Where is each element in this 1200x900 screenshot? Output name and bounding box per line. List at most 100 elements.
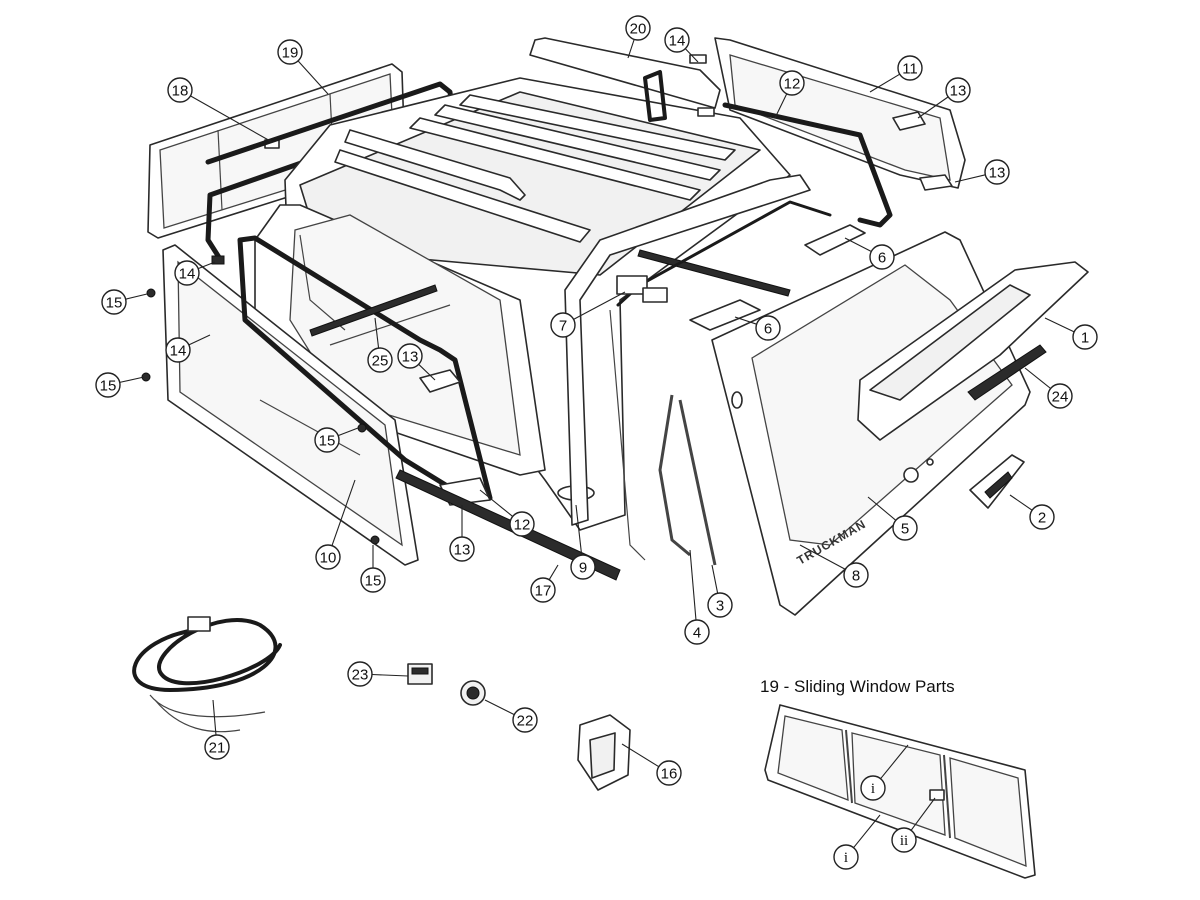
callout-number: 22 (517, 713, 534, 730)
callout-circle (315, 544, 341, 570)
leader-line (418, 363, 436, 381)
callout-circle (625, 15, 651, 41)
callout-14-19: 14 (174, 260, 216, 286)
rear-side-seal (722, 102, 893, 228)
leader-line (711, 564, 719, 594)
leader-line (197, 261, 216, 270)
leader-line (188, 334, 211, 346)
callout-number: 19 (282, 45, 299, 62)
callout-number: 9 (579, 560, 587, 577)
leader-line (954, 174, 986, 183)
callout-circle (314, 427, 340, 453)
rear-hinge-upper (804, 224, 866, 256)
callout-23-32: 23 (347, 661, 409, 687)
leader-line (297, 60, 329, 95)
leader-line (1024, 367, 1051, 389)
inner-rail (309, 284, 438, 337)
callout-circle (512, 707, 538, 733)
callout-13-14: 13 (917, 77, 971, 119)
callout-number: 15 (106, 295, 123, 312)
clip-14-a (211, 255, 225, 265)
leader-line (337, 427, 359, 437)
callout-9-9: 9 (570, 504, 596, 580)
callout-number: 12 (784, 76, 801, 93)
callout-circle (347, 661, 373, 687)
callout-circle (167, 77, 193, 103)
callout-circle (204, 734, 230, 760)
callout-number: 5 (901, 521, 909, 538)
leader-line (125, 293, 148, 300)
callout-circle (174, 260, 200, 286)
callout-21-30: 21 (204, 699, 230, 760)
callout-circle (1072, 324, 1098, 350)
callout-5-4: 5 (867, 496, 918, 541)
callout-number: 6 (878, 250, 886, 267)
callout-circle (570, 554, 596, 580)
callout-22-31: 22 (484, 699, 538, 733)
leader-line (371, 673, 409, 677)
sliding-window-inset (764, 704, 1036, 879)
callout-circle (945, 77, 971, 103)
callout-number: 20 (630, 21, 647, 38)
callout-circle (891, 827, 917, 853)
callout-number: 13 (402, 349, 419, 366)
callout-12-12: 12 (774, 70, 805, 119)
callout-circle (101, 289, 127, 315)
callout-circle (449, 536, 475, 562)
callout-number: 8 (852, 568, 860, 585)
callout-19-28: 19 (277, 39, 329, 95)
callout-13-15: 13 (954, 159, 1010, 185)
callout-number: 15 (319, 433, 336, 450)
callout-number: 21 (209, 740, 226, 757)
callout-number: 3 (716, 598, 724, 615)
callout-13-17: 13 (449, 505, 475, 562)
leader-line (627, 39, 635, 59)
callout-number: ii (900, 833, 908, 849)
callout-number: 12 (514, 517, 531, 534)
inset-callout-ii-2: ii (891, 797, 936, 853)
glass-hinge-upper (892, 111, 926, 131)
callout-8-8: 8 (799, 544, 869, 588)
grommet-22 (460, 680, 486, 706)
inset-title: 19 - Sliding Window Parts (760, 677, 955, 696)
callout-25-34: 25 (367, 317, 393, 373)
rear-spoiler (857, 261, 1089, 441)
leader-line (484, 699, 515, 716)
callout-circle (860, 775, 886, 801)
callout-number: 7 (559, 318, 567, 335)
callout-15-22: 15 (95, 372, 145, 398)
wiring-harness (132, 616, 282, 733)
callout-14-20: 14 (165, 334, 211, 363)
callout-number: 10 (320, 550, 337, 567)
callout-number: 25 (372, 353, 389, 370)
leader-line (844, 237, 872, 253)
callout-number: 4 (693, 625, 701, 642)
leader-line (331, 479, 356, 546)
leader-line (1044, 317, 1075, 333)
leader-line (910, 797, 936, 831)
callout-circle (869, 244, 895, 270)
leader-line (119, 376, 145, 383)
callout-circle (1029, 504, 1055, 530)
screw-15-d (370, 535, 380, 545)
callout-12-13: 12 (479, 489, 535, 537)
callout-13-16: 13 (397, 343, 436, 381)
gas-strut-3 (678, 399, 717, 566)
callout-15-23: 15 (314, 427, 359, 453)
leader-line (212, 699, 217, 736)
callout-number: 11 (902, 61, 918, 78)
side-window-panel (162, 244, 419, 566)
callout-number: i (871, 781, 875, 797)
callout-number: 23 (352, 667, 369, 684)
callout-circle (897, 55, 923, 81)
callout-number: i (844, 850, 848, 866)
callout-number: 14 (170, 343, 187, 360)
rear-frame (564, 174, 832, 561)
inset-callout-i-0: i (860, 744, 909, 801)
callout-24-33: 24 (1024, 367, 1073, 409)
callout-circle (984, 159, 1010, 185)
callout-circle (165, 337, 191, 363)
callout-number: 14 (669, 33, 686, 50)
callout-15-24: 15 (360, 545, 386, 593)
leader-line (479, 489, 514, 517)
